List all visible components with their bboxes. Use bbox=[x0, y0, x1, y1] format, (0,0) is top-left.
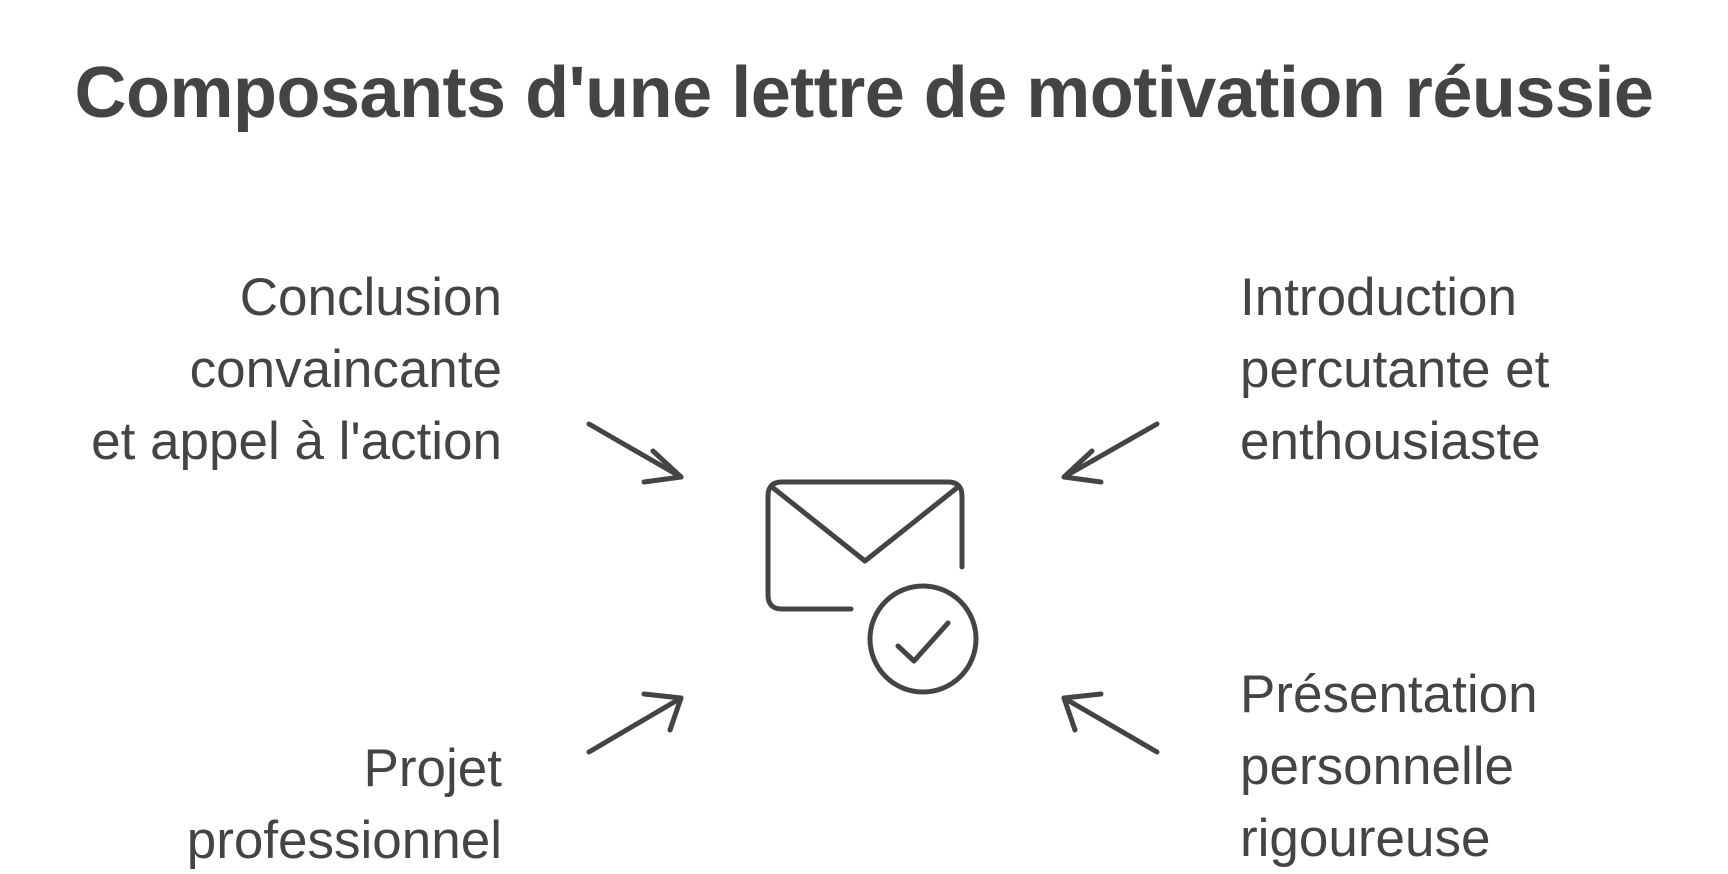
component-label-introduction: Introduction percutante et enthousiaste bbox=[1240, 262, 1549, 478]
arrow-top-right-icon bbox=[1061, 421, 1160, 485]
envelope-check-icon bbox=[765, 479, 979, 695]
label-line: percutante et bbox=[1240, 340, 1550, 399]
label-line: rigoureuse bbox=[1240, 809, 1491, 868]
arrow-bottom-right-icon bbox=[1061, 691, 1160, 755]
label-line: professionnel bbox=[186, 811, 502, 870]
label-line: Présentation bbox=[1240, 665, 1538, 724]
label-line: enthousiaste bbox=[1240, 412, 1541, 471]
diagram-title: Composants d'une lettre de motivation ré… bbox=[74, 53, 1654, 133]
component-label-projet: Projet professionnel bbox=[187, 733, 502, 874]
label-line: personnelle bbox=[1240, 737, 1515, 796]
label-line: Introduction bbox=[1240, 268, 1517, 327]
label-line: Conclusion bbox=[239, 268, 502, 327]
arrow-top-left-icon bbox=[586, 421, 684, 485]
label-line: Projet bbox=[363, 739, 502, 798]
component-label-presentation: Présentation personnelle rigoureuse bbox=[1240, 659, 1538, 874]
label-line: et appel à l'action bbox=[91, 412, 502, 471]
label-line: convaincante bbox=[189, 340, 502, 399]
arrow-bottom-left-icon bbox=[586, 691, 684, 755]
component-label-conclusion: Conclusion convaincante et appel à l'act… bbox=[91, 262, 502, 478]
